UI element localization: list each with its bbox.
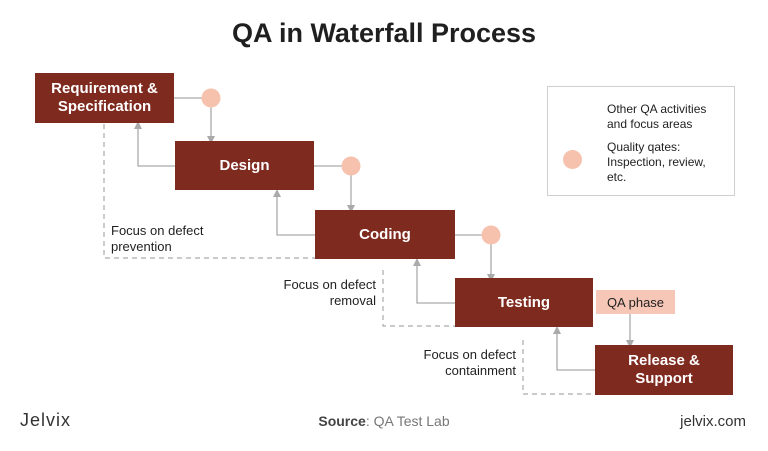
stage-label: Design (219, 156, 270, 174)
source-prefix: Source (318, 413, 366, 429)
source-text: : QA Test Lab (365, 413, 450, 429)
jelvix-logo: Jelvix (20, 410, 72, 430)
feedback-lines (134, 121, 595, 371)
stage-label: Coding (359, 225, 411, 243)
dashed-focus-lines (103, 124, 595, 395)
quality-gates (201, 88, 501, 245)
quality-gate-circle (341, 156, 361, 176)
focus-prevention-label: Focus on defect prevention (111, 223, 204, 254)
diagram-title: QA in Waterfall Process (231, 18, 537, 48)
legend (547, 86, 735, 196)
stage-coding: Coding (315, 210, 455, 259)
stage-label: Testing (497, 293, 551, 311)
qa-phase-badge: QA phase (596, 290, 675, 314)
legend-dashed-label: Other QA activities and focus areas (607, 102, 707, 131)
stage-design: Design (175, 141, 314, 190)
quality-gate-circle (201, 88, 221, 108)
legend-circle-label: Quality qates: Inspection, review, etc. (607, 140, 706, 184)
focus-removal-label: Focus on defect removal (283, 277, 377, 308)
forward-flow-lines (174, 97, 634, 348)
quality-gate-circle (481, 225, 501, 245)
site-url: jelvix.com (680, 413, 746, 430)
stage-requirement: Requirement & Specification (35, 73, 174, 123)
source-credit: Source: QA Test Lab (0, 413, 768, 429)
legend-gate-icon (563, 150, 582, 169)
stage-testing: Testing (455, 278, 593, 327)
stage-release: Release & Support (595, 345, 733, 395)
stage-label: Requirement & Specification (51, 80, 158, 115)
focus-containment-label: Focus on defect containment (423, 347, 517, 378)
stage-label: Release & Support (628, 352, 700, 387)
